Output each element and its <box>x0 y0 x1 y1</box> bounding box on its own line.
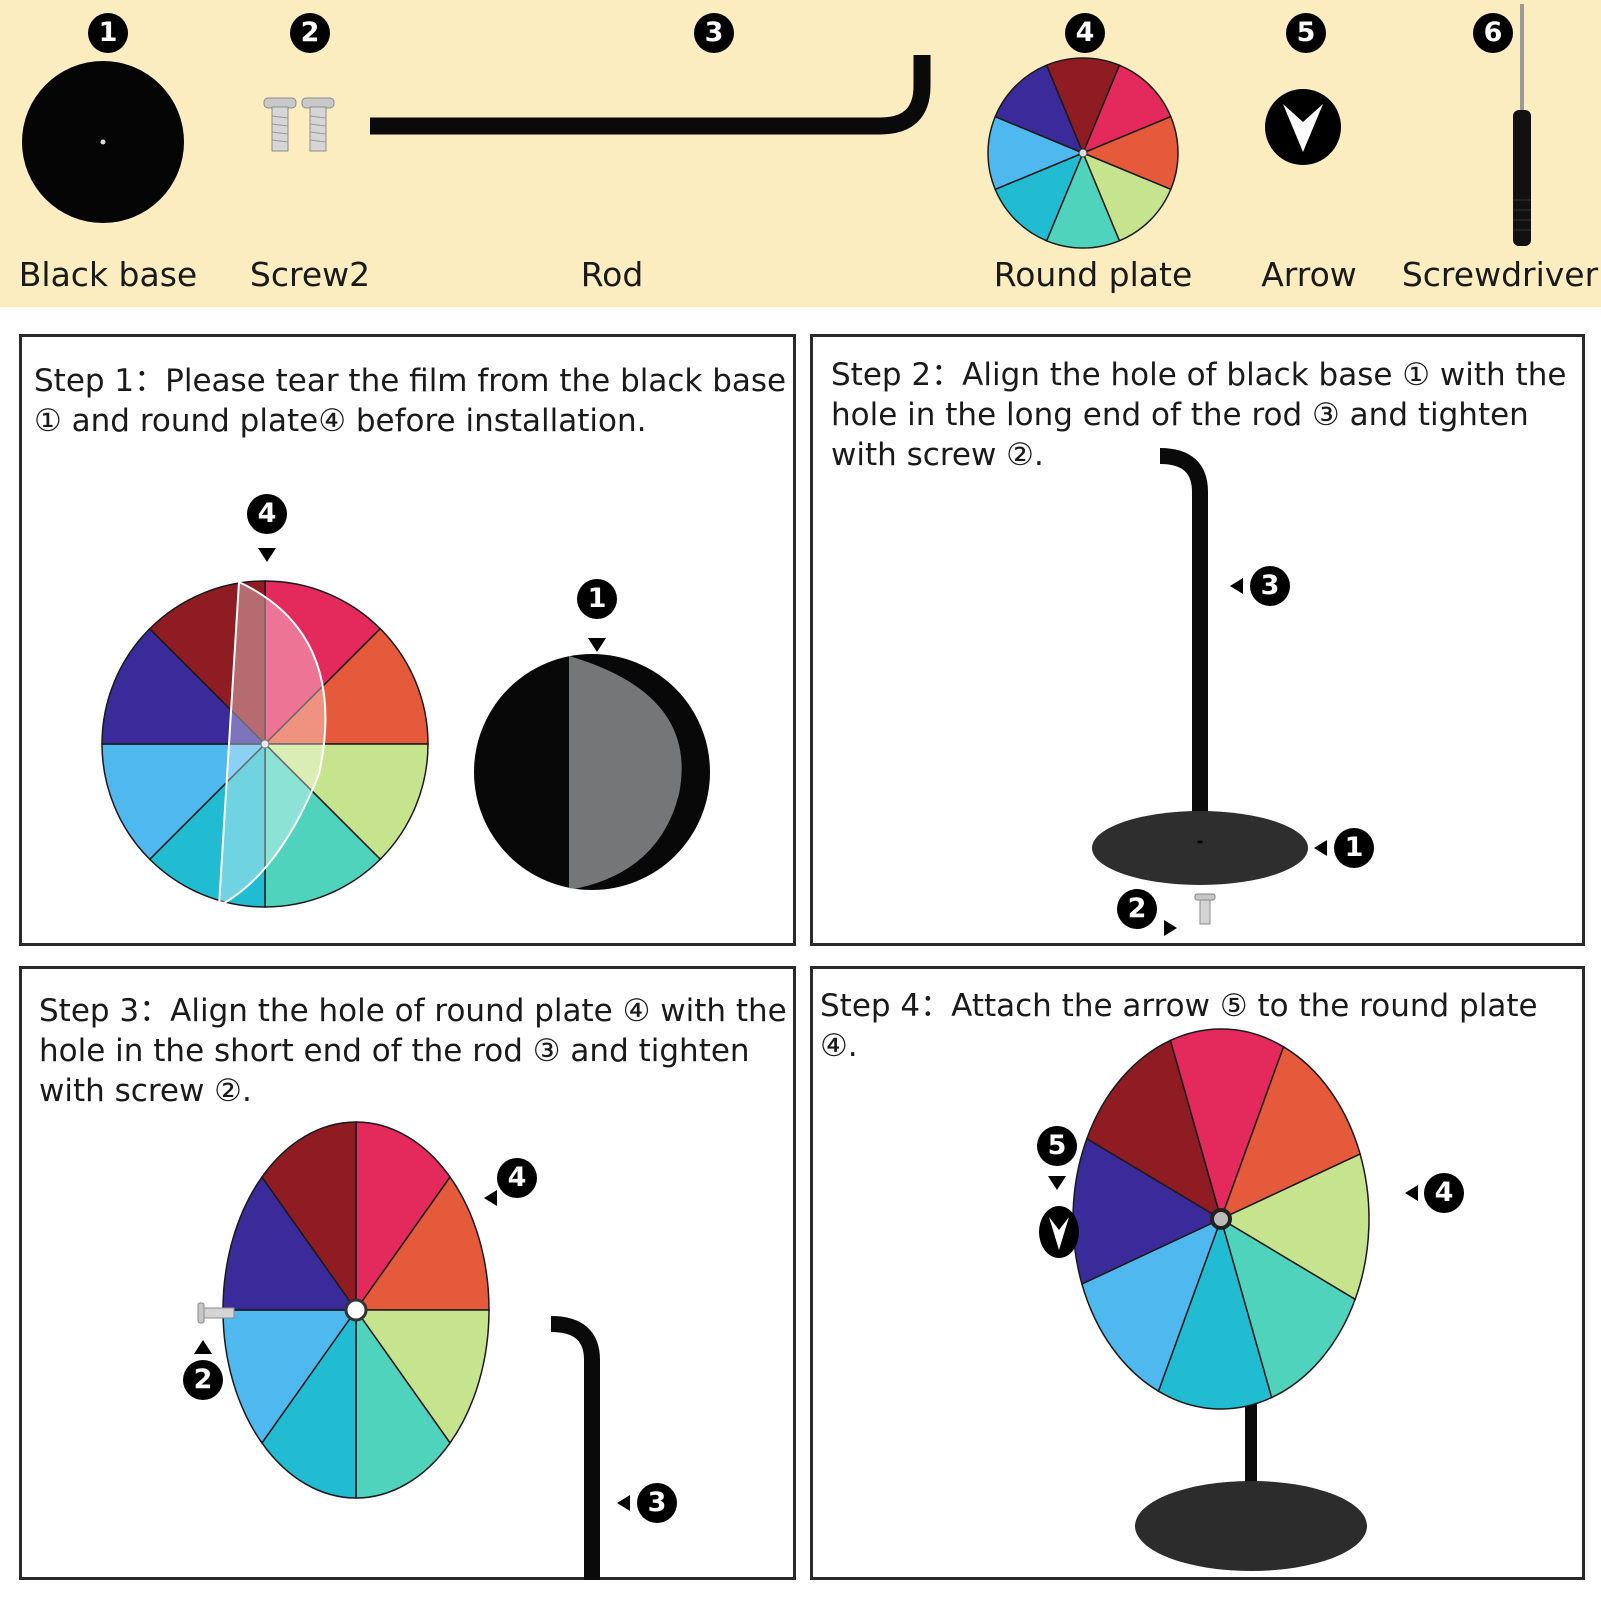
part-number-badge: 1 <box>88 13 128 53</box>
step-3-text: Step 3：Align the hole of round plate ④ w… <box>39 993 787 1109</box>
step-4-text: Step 4：Attach the arrow ⑤ to the round p… <box>820 988 1538 1064</box>
pointer-arrow <box>1230 578 1243 594</box>
black-base-image <box>1092 811 1308 885</box>
part-label: Arrow <box>1261 255 1357 294</box>
wheel-segment <box>1169 1028 1285 1222</box>
round-plate-image <box>987 57 1179 249</box>
callout-badge: 1 <box>577 579 617 619</box>
step-3-illustration <box>197 1121 600 1580</box>
wheel-segment <box>1081 64 1172 155</box>
wheel-segment <box>1072 1137 1223 1286</box>
wheel-segment <box>994 151 1085 242</box>
wheel-segment <box>1081 151 1172 242</box>
callout-badge: 4 <box>1424 1173 1464 1213</box>
part-number-badge: 2 <box>290 13 330 53</box>
wheel-segment <box>222 1309 358 1445</box>
callout-badge: 3 <box>637 1483 677 1523</box>
pointer-arrow <box>1314 840 1327 856</box>
parts-illustrations <box>22 4 1531 249</box>
arrow-image <box>1265 89 1341 165</box>
part-number-badge: 4 <box>1065 13 1105 53</box>
pointer-arrow <box>484 1190 497 1206</box>
wheel-segment <box>1157 1216 1273 1410</box>
parts-band <box>0 0 1601 307</box>
part-number-badge: 3 <box>694 13 734 53</box>
arrow-image <box>1039 1206 1079 1258</box>
wheel-segment <box>261 1121 357 1313</box>
wheel-hub <box>1078 148 1088 158</box>
wheel-segment <box>355 1307 451 1499</box>
screw-image <box>1194 893 1216 925</box>
rod-image <box>1159 448 1208 820</box>
part-number-badge: 6 <box>1473 13 1513 53</box>
screw-image <box>263 97 335 152</box>
step-2-text: Step 2：Align the hole of black base ① wi… <box>831 357 1567 473</box>
rod-image <box>370 55 931 135</box>
wheel-segment <box>1081 1217 1223 1393</box>
wheel-segment <box>1085 1039 1223 1221</box>
callout-badge: 4 <box>497 1158 537 1198</box>
wheel-segment <box>261 1307 357 1499</box>
step-1-text: Step 1：Please tear the film from the bla… <box>34 363 787 439</box>
wheel-segment <box>987 115 1085 191</box>
pointer-arrow <box>194 1340 212 1354</box>
part-label: Black base <box>18 255 198 294</box>
pointer-arrow <box>617 1495 630 1511</box>
wheel-segment <box>994 64 1085 155</box>
part-label: Rod <box>580 255 644 294</box>
wheel-segment <box>354 1309 490 1445</box>
wheel-hub <box>260 739 270 749</box>
wheel-segment <box>354 1175 490 1311</box>
wheel-segment <box>1045 151 1121 249</box>
pointer-arrow <box>1405 1185 1418 1201</box>
pointer-arrow <box>1164 920 1177 936</box>
wheel-segment <box>222 1175 358 1311</box>
wheel-segment <box>1219 1152 1370 1301</box>
callout-badge: 4 <box>247 494 287 534</box>
wheel-segment <box>263 743 429 861</box>
callout-badge: 5 <box>1037 1126 1077 1166</box>
step-2-illustration <box>1092 448 1308 925</box>
black-base-image <box>1135 1481 1367 1571</box>
wheel-segment <box>1219 1217 1357 1399</box>
pointer-arrow <box>588 638 606 652</box>
step-1-illustration <box>101 580 710 908</box>
callout-badge: 2 <box>183 1360 223 1400</box>
black-base-image <box>474 654 710 890</box>
callout-badge: 3 <box>1250 566 1290 606</box>
part-label: Screwdriver <box>1401 255 1599 294</box>
pointer-arrow <box>258 548 276 562</box>
wheel-segment <box>1219 1045 1361 1221</box>
callout-badge: 2 <box>1117 889 1157 929</box>
screwdriver-image <box>1513 4 1531 246</box>
rod-image <box>550 1316 600 1580</box>
pointer-arrow <box>1048 1176 1066 1190</box>
wheel-segment <box>148 742 266 908</box>
part-label: Round plate <box>993 255 1193 294</box>
round-plate-image <box>222 1121 490 1499</box>
wheel-segment <box>101 627 267 745</box>
step-4-illustration <box>1039 1028 1370 1571</box>
part-number-badge: 5 <box>1286 13 1326 53</box>
part-label: Screw2 <box>249 255 371 294</box>
wheel-segment <box>101 743 267 861</box>
callout-badge: 1 <box>1334 828 1374 868</box>
screw-image <box>197 1302 235 1324</box>
wheel-segment <box>1045 57 1121 155</box>
black-base-image <box>22 61 184 223</box>
wheel-segment <box>1081 115 1179 191</box>
wheel-segment <box>264 742 382 908</box>
round-plate-image <box>1072 1028 1370 1410</box>
wheel-segment <box>355 1121 451 1313</box>
wheel-segment <box>263 627 429 745</box>
